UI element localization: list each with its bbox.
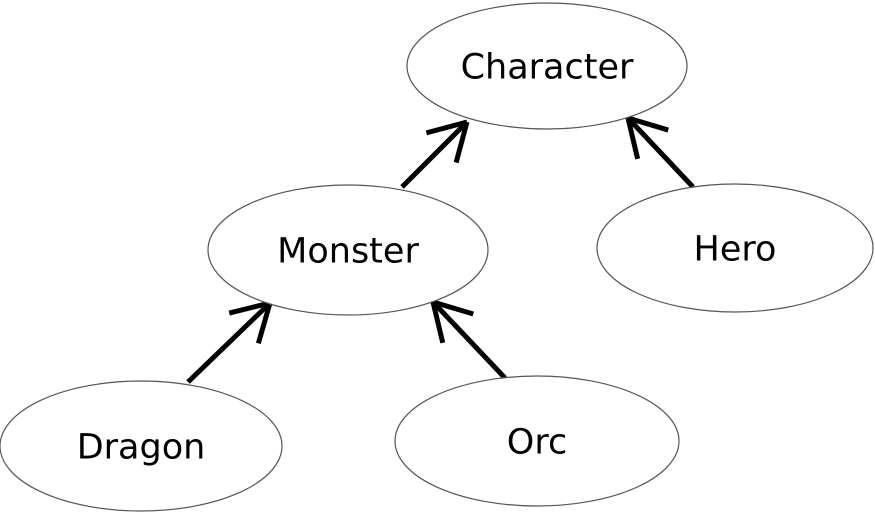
arrowhead-barb — [627, 115, 669, 133]
arrowhead-barb — [432, 299, 474, 317]
edge-orc-to-monster — [430, 299, 507, 380]
node-label-orc: Orc — [507, 422, 567, 462]
edge-shaft — [431, 300, 507, 380]
edge-monster-to-character — [400, 119, 470, 189]
arrowhead-barb — [453, 121, 470, 164]
arrowhead-barb — [430, 301, 446, 344]
node-ellipse-hero — [596, 183, 874, 313]
arrowhead-barb — [255, 302, 273, 345]
node-label-character: Character — [461, 47, 634, 87]
arrowhead-barb — [228, 300, 271, 316]
node-orc: Orc — [394, 375, 680, 507]
node-label-monster: Monster — [277, 231, 419, 271]
edge-hero-to-character — [625, 115, 695, 189]
edge-shaft — [186, 301, 272, 384]
edges-layer — [186, 115, 695, 384]
node-ellipse-orc — [394, 375, 680, 507]
node-label-dragon: Dragon — [77, 427, 206, 467]
node-hero: Hero — [596, 183, 874, 313]
edge-dragon-to-monster — [186, 300, 273, 384]
node-character: Character — [406, 2, 688, 130]
arrowhead-barb — [625, 117, 641, 160]
node-dragon: Dragon — [0, 380, 283, 512]
edge-shaft — [400, 120, 469, 189]
edge-shaft — [626, 116, 695, 189]
arrowhead-barb — [425, 119, 468, 136]
node-monster: Monster — [207, 184, 489, 316]
node-ellipse-dragon — [0, 380, 283, 512]
node-ellipse-monster — [207, 184, 489, 316]
node-label-hero: Hero — [694, 229, 777, 269]
node-ellipse-character — [406, 2, 688, 130]
